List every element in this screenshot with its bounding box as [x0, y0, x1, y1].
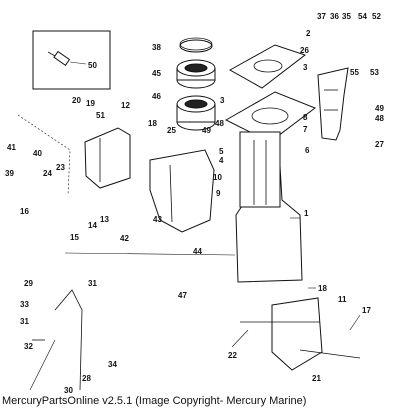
callout-5: 5 — [219, 147, 224, 156]
callout-39: 39 — [5, 169, 14, 178]
part-1-driveshaft-housing — [235, 131, 303, 283]
callout-12: 12 — [121, 101, 130, 110]
callout-4: 4 — [219, 156, 224, 165]
callout-53: 53 — [370, 68, 379, 77]
callout-41: 41 — [7, 143, 16, 152]
callout-15: 15 — [70, 233, 79, 242]
callout-22: 22 — [228, 351, 237, 360]
part-31-linkage — [32, 289, 83, 391]
part-27-cover — [317, 67, 349, 141]
callout-43: 43 — [153, 215, 162, 224]
callout-42: 42 — [120, 234, 129, 243]
callout-9: 9 — [216, 189, 221, 198]
callout-10: 10 — [213, 173, 222, 182]
callout-40: 40 — [33, 149, 42, 158]
callout-49b: 49 — [375, 104, 384, 113]
part-25-swivel-bracket — [149, 149, 215, 233]
callout-3b: 3 — [220, 96, 225, 105]
callout-6: 6 — [305, 146, 310, 155]
callout-30: 30 — [64, 386, 73, 395]
callout-47: 47 — [178, 291, 187, 300]
part-46-housing — [176, 95, 216, 131]
callout-27: 27 — [375, 140, 384, 149]
callout-19: 19 — [86, 99, 95, 108]
callout-31a: 31 — [88, 279, 97, 288]
part-45-housing — [176, 59, 216, 89]
callout-28: 28 — [82, 374, 91, 383]
callout-44: 44 — [193, 247, 202, 256]
callout-54: 54 — [358, 12, 367, 21]
part-21-bolt — [299, 349, 361, 359]
callout-23: 23 — [56, 163, 65, 172]
callout-36: 36 — [330, 12, 339, 21]
callout-3a: 3 — [303, 63, 308, 72]
callout-52: 52 — [372, 12, 381, 21]
part-11-clamp-bracket — [271, 297, 323, 371]
callout-50: 50 — [88, 61, 97, 70]
callout-14: 14 — [88, 221, 97, 230]
callout-55: 55 — [350, 68, 359, 77]
callout-16: 16 — [20, 207, 29, 216]
callout-24: 24 — [43, 169, 52, 178]
callout-48a: 48 — [215, 119, 224, 128]
callout-18b: 18 — [318, 284, 327, 293]
callout-8: 8 — [303, 113, 308, 122]
callout-33: 33 — [20, 300, 29, 309]
callout-25: 25 — [167, 126, 176, 135]
part-38-seal — [179, 37, 213, 53]
callout-20: 20 — [72, 96, 81, 105]
callout-49a: 49 — [202, 126, 211, 135]
callout-2: 2 — [306, 29, 311, 38]
callout-31b: 31 — [20, 317, 29, 326]
callout-29: 29 — [24, 279, 33, 288]
callout-1: 1 — [304, 209, 309, 218]
callout-46: 46 — [152, 92, 161, 101]
callout-38: 38 — [152, 43, 161, 52]
part-50-fitting — [47, 50, 87, 66]
callout-51: 51 — [96, 111, 105, 120]
part-2-gasket — [228, 44, 307, 89]
callout-7: 7 — [303, 125, 308, 134]
inset-box — [32, 30, 111, 90]
callout-32: 32 — [24, 342, 33, 351]
callout-45: 45 — [152, 69, 161, 78]
callout-labels: 1 2 3 3 4 5 6 7 8 9 10 11 12 13 14 15 16… — [5, 12, 384, 395]
callout-17: 17 — [362, 306, 371, 315]
callout-35: 35 — [342, 12, 351, 21]
callout-48b: 48 — [375, 114, 384, 123]
callout-34: 34 — [108, 360, 117, 369]
callout-21: 21 — [312, 374, 321, 383]
callout-13: 13 — [100, 215, 109, 224]
callout-18a: 18 — [148, 119, 157, 128]
copyright-footer: MercuryPartsOnline v2.5.1 (Image Copyrig… — [2, 395, 307, 407]
callout-11: 11 — [338, 295, 347, 304]
detail-boundary-2 — [64, 252, 236, 256]
part-12-bracket — [84, 127, 131, 189]
callout-26: 26 — [300, 46, 309, 55]
callout-37: 37 — [317, 12, 326, 21]
detail-boundary — [17, 114, 71, 196]
